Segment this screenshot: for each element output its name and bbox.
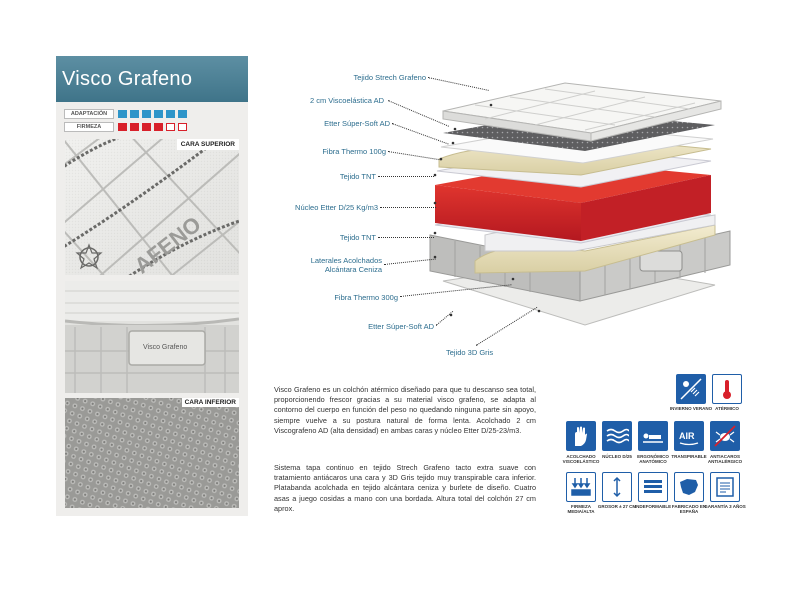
- rating-box: [118, 110, 127, 118]
- rating-box: [142, 110, 151, 118]
- air-icon: AIR: [674, 421, 704, 451]
- layer-label-11: Tejido 3D Gris: [446, 348, 494, 357]
- layer-label-8a: Laterales Acolchados: [310, 256, 382, 265]
- air-badge-text: AIR: [679, 431, 695, 441]
- icon-label: ERGONÓMICO ANATÓMICO: [637, 454, 669, 464]
- layer-label-3: Etter Súper-Soft AD: [324, 119, 390, 128]
- rating-label-firmeza: FIRMEZA: [64, 122, 114, 132]
- icon-label: FIRMEZA MEDIA/ALTA: [567, 504, 595, 514]
- description-paragraph-2: Sistema tapa continuo en tejido Strech G…: [274, 463, 536, 513]
- rating-firmeza: FIRMEZA: [64, 122, 190, 132]
- rating-box: [142, 123, 151, 131]
- icon-label: ANTIACAROS ANTIALÉRGICO: [707, 454, 743, 464]
- rating-box: [178, 123, 187, 131]
- rating-boxes-adaptacion: [118, 110, 190, 118]
- person-lying-icon: [638, 421, 668, 451]
- rating-box: [118, 123, 127, 131]
- icon-label: ATÉRMICO: [715, 406, 739, 411]
- layers-icon: [638, 472, 668, 502]
- rating-adaptacion: ADAPTACIÓN: [64, 109, 190, 119]
- rating-box: [166, 123, 175, 131]
- thermometer-icon: [712, 374, 742, 404]
- rating-box: [154, 110, 163, 118]
- layer-label-4: Fibra Thermo 100g: [322, 147, 386, 156]
- handle-brand-text: Visco Grafeno: [143, 344, 187, 351]
- rating-box: [130, 110, 139, 118]
- layer-label-8b: Alcántara Ceniza: [324, 265, 382, 274]
- icon-label: GARANTÍA 3 AÑOS: [704, 504, 746, 509]
- mattress-layers-diagram: [429, 82, 731, 326]
- icon-label: TRANSPIRABLE: [671, 454, 707, 459]
- photo-bottom-face: CARA INFERIOR: [65, 398, 239, 508]
- icon-label: INDEFORMABLE: [634, 504, 672, 509]
- photo-top-face: AFENO CARA SUPERIOR: [65, 139, 239, 275]
- waves-icon: [602, 421, 632, 451]
- photo-side: Visco Grafeno: [65, 281, 239, 393]
- leader-line: [378, 237, 434, 238]
- layer-core-side: [581, 175, 711, 241]
- photo-label-bottom: CARA INFERIOR: [181, 398, 239, 407]
- handle-icon: [639, 250, 683, 272]
- snow-sun-icon: [676, 374, 706, 404]
- rating-boxes-firmeza: [118, 123, 190, 131]
- leader-line: [378, 176, 434, 177]
- rating-box: [178, 110, 187, 118]
- quilted-fabric-image: AFENO: [65, 139, 239, 275]
- layer-label-1: Tejido Strech Grafeno: [353, 73, 426, 82]
- rating-box: [154, 123, 163, 131]
- height-icon: [602, 472, 632, 502]
- icon-label: FABRICADO EN ESPAÑA: [671, 504, 707, 514]
- photo-label-top: CARA SUPERIOR: [176, 139, 239, 150]
- layer-label-10: Etter Súper-Soft AD: [368, 322, 434, 331]
- rating-label-adaptacion: ADAPTACIÓN: [64, 109, 114, 119]
- spain-map-icon: [674, 472, 704, 502]
- layer-label-8: Laterales Acolchados Alcántara Ceniza: [282, 256, 382, 274]
- arrows-down-icon: [566, 472, 596, 502]
- layer-label-5: Tejido TNT: [339, 172, 376, 181]
- icon-label: GROSOR ± 27 CM: [597, 504, 637, 509]
- layer-label-7: Tejido TNT: [339, 233, 376, 242]
- hand-icon: [566, 421, 596, 451]
- layer-label-2: 2 cm Viscoelástica AD: [309, 96, 384, 105]
- layer-label-6: Núcleo Etter D/25 Kg/m3: [295, 203, 378, 212]
- mite-icon: [710, 421, 740, 451]
- certificate-icon: [710, 472, 740, 502]
- rating-box: [130, 123, 139, 131]
- side-panel-image: Visco Grafeno: [65, 281, 239, 393]
- layer-core-front: [435, 185, 581, 241]
- rating-box: [166, 110, 175, 118]
- icon-label: ACOLCHADO VISCOELÁSTICO: [562, 454, 600, 464]
- product-sidebar: Visco Grafeno ADAPTACIÓN FIRMEZA: [56, 56, 248, 516]
- mesh-fabric-image: [65, 398, 239, 508]
- leader-line: [380, 207, 436, 208]
- icon-label: INVIERNO VERANO: [669, 406, 713, 411]
- description-paragraph-1: Visco Grafeno es un colchón atérmico dis…: [274, 385, 536, 435]
- title-band: Visco Grafeno: [56, 56, 248, 102]
- product-title: Visco Grafeno: [62, 68, 193, 90]
- star-emblem-icon: [75, 243, 103, 270]
- icon-label: NÚCLEO D/25: [602, 454, 632, 459]
- layer-label-9: Fibra Thermo 300g: [334, 293, 398, 302]
